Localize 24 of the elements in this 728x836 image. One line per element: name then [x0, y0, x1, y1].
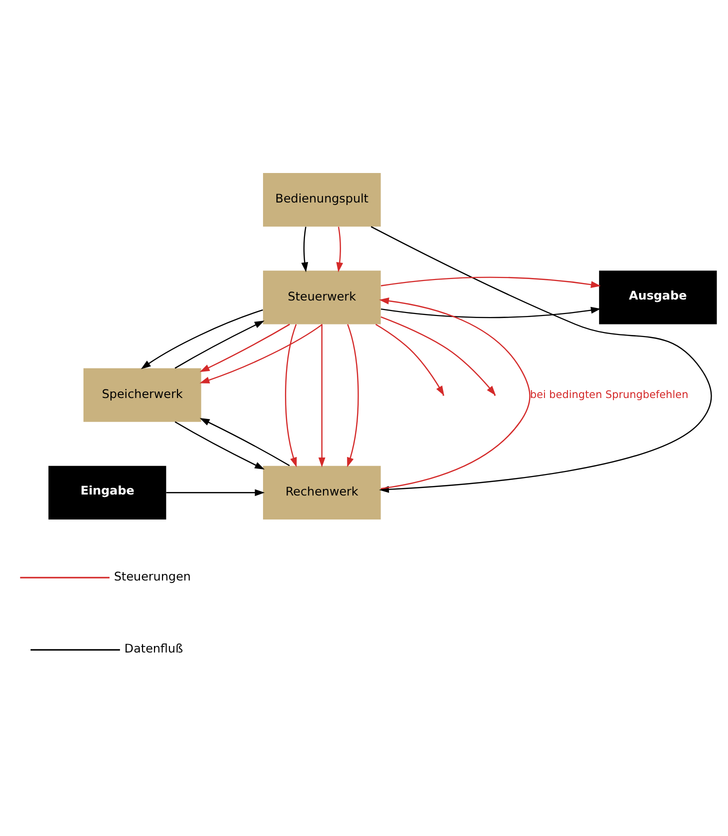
node-box: Rechenwerk — [263, 465, 381, 519]
node-box: Ausgabe — [599, 270, 717, 324]
node-box: Speicherwerk — [83, 368, 202, 422]
legend-label: Datenfluß — [124, 641, 184, 656]
arrow — [380, 306, 601, 318]
arrow — [140, 308, 264, 369]
arrow — [379, 297, 530, 489]
edge-label: bei bedingten Sprungbefehlen — [530, 388, 688, 400]
arrow — [174, 320, 264, 368]
arrow — [285, 324, 297, 467]
arrow — [200, 418, 290, 466]
arrow — [174, 420, 265, 469]
arrow — [380, 276, 601, 288]
arrow — [200, 323, 323, 383]
arrow — [166, 488, 265, 496]
arrow — [347, 324, 359, 467]
node-box: Bedienungspult — [263, 172, 381, 226]
arrow — [301, 226, 308, 272]
arrow — [200, 323, 290, 372]
node-box: Steuerwerk — [263, 270, 381, 324]
arrow — [318, 324, 326, 467]
node-box: Eingabe — [48, 465, 166, 519]
arrow — [336, 226, 344, 272]
legend-label: Steuerungen — [114, 568, 191, 583]
